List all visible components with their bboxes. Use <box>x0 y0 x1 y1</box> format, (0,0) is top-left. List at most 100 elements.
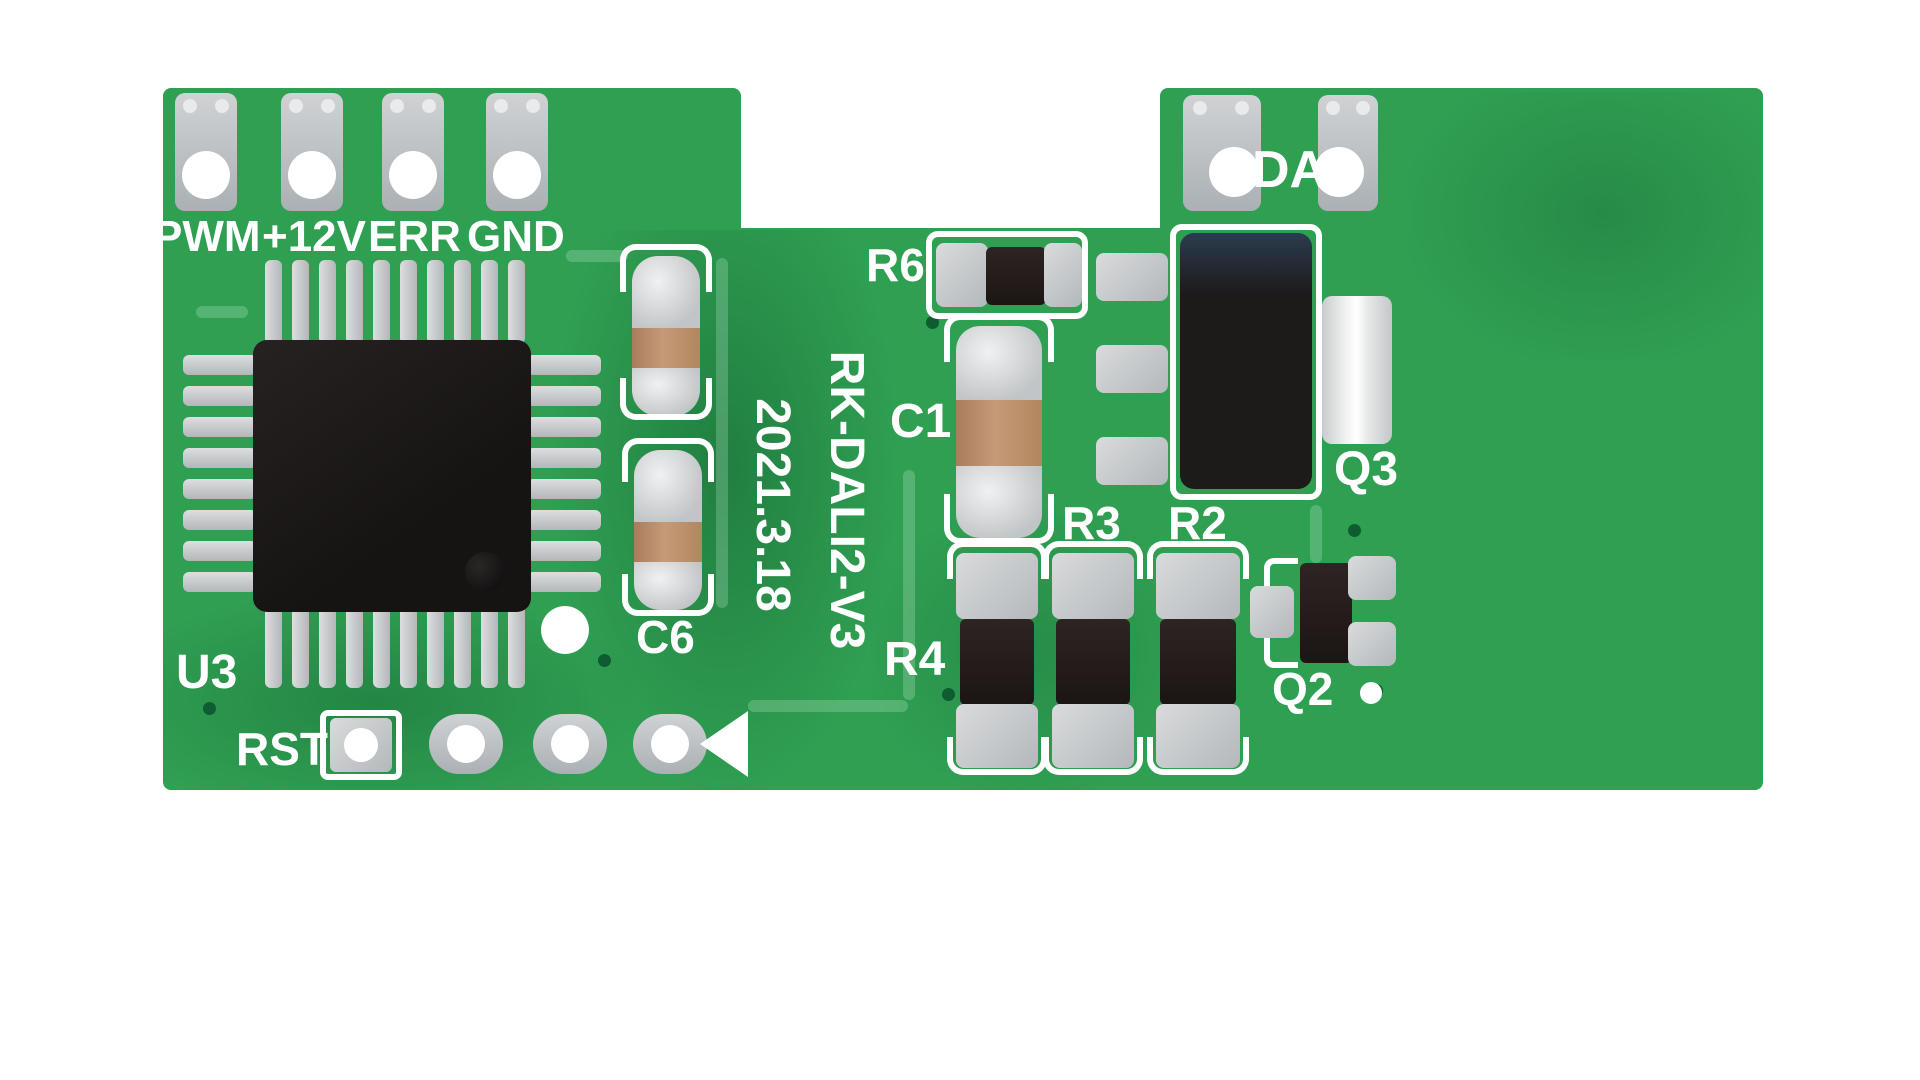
r2-terminal <box>1156 704 1240 768</box>
pad-through-hole <box>493 151 541 199</box>
ic-pin <box>400 260 417 344</box>
r6-terminal <box>1044 243 1082 307</box>
silkscreen-bracket <box>1147 541 1249 579</box>
cap-dielectric <box>632 328 700 368</box>
capacitor-c1 <box>956 326 1042 538</box>
cap-dielectric <box>634 522 702 562</box>
copper-trace <box>716 258 728 608</box>
pad-through-hole <box>389 151 437 199</box>
silkscreen-bracket <box>1043 541 1143 579</box>
connector-pad-da-right <box>1314 95 1378 211</box>
ic-pin <box>427 604 444 688</box>
r4-body <box>960 619 1034 705</box>
ic-pin <box>292 260 309 344</box>
label-da: DA <box>1252 141 1328 199</box>
q2-leg-pad <box>1250 586 1294 638</box>
label-r3: R3 <box>1062 497 1121 549</box>
ic-pin <box>527 355 601 375</box>
ic-pin <box>527 572 601 592</box>
cap-terminal <box>634 562 702 610</box>
pad-through-hole <box>1314 147 1364 197</box>
silkscreen-outline-rst <box>320 710 402 780</box>
silkscreen-bracket <box>944 314 1054 362</box>
silkscreen-bracket <box>947 737 1047 775</box>
connector-pad-da-left <box>1183 95 1261 211</box>
silkscreen-outline-q3 <box>1170 224 1322 500</box>
q3-leg-pad <box>1096 253 1168 301</box>
ic-pin <box>265 260 282 344</box>
connector-pad-err <box>382 93 444 211</box>
header-pad <box>633 714 707 774</box>
ic-pin <box>183 510 257 530</box>
copper-trace <box>903 470 915 700</box>
via-hole <box>926 316 939 329</box>
ic-pin <box>481 604 498 688</box>
r4-terminal <box>956 553 1038 619</box>
header-pad <box>429 714 503 774</box>
ic-pin <box>508 260 525 344</box>
ic-pin <box>527 510 601 530</box>
ic-pin <box>454 604 471 688</box>
ic-pin <box>183 355 257 375</box>
r3-body <box>1056 619 1130 705</box>
pin1-arrow-marker <box>700 711 748 777</box>
label-r6: R6 <box>866 239 925 291</box>
cap-terminal <box>956 326 1042 400</box>
fiducial-dot <box>1360 682 1382 704</box>
pcb-board-tab-left <box>163 88 741 238</box>
label-c6: C6 <box>636 611 695 663</box>
q2-leg-pad <box>1348 556 1396 600</box>
pad-pilot-hole <box>183 99 197 113</box>
label-rst: RST <box>236 723 328 775</box>
r2-terminal <box>1156 553 1240 619</box>
ic-pin <box>183 386 257 406</box>
ic-pin <box>373 260 390 344</box>
pad-pilot-hole <box>289 99 303 113</box>
ic-pin <box>183 572 257 592</box>
r3-terminal <box>1052 553 1134 619</box>
ic-pin <box>481 260 498 344</box>
capacitor-c6-b <box>634 450 702 610</box>
copper-trace <box>748 700 908 712</box>
ic-pin <box>346 260 363 344</box>
silkscreen-model-text: RK-DALI2-V3 <box>820 350 873 650</box>
ic-pin <box>508 604 525 688</box>
label-u3: U3 <box>176 646 238 699</box>
silkscreen-bracket <box>620 378 712 420</box>
ic-pin <box>319 604 336 688</box>
pad-through-hole <box>651 725 689 763</box>
ic-pin <box>183 417 257 437</box>
silkscreen-bracket <box>622 438 714 482</box>
cap-terminal <box>632 256 700 328</box>
silkscreen-bracket <box>1043 737 1143 775</box>
mounting-hole <box>541 606 589 654</box>
ic-pin <box>183 541 257 561</box>
ic-pin1-dimple <box>465 552 505 592</box>
copper-trace <box>1310 505 1322 563</box>
copper-trace <box>566 250 628 262</box>
connector-pad-12v <box>281 93 343 211</box>
silkscreen-bracket <box>622 574 714 616</box>
q3-leg-pad <box>1096 345 1168 393</box>
via-hole <box>598 654 611 667</box>
label-q3: Q3 <box>1334 443 1399 496</box>
pad-pilot-hole <box>422 99 436 113</box>
ic-pin <box>527 448 601 468</box>
cap-terminal <box>956 466 1042 538</box>
q3-leg-pad <box>1096 437 1168 485</box>
ic-pin <box>319 260 336 344</box>
pad-pilot-hole <box>1235 101 1249 115</box>
cap-dielectric <box>956 400 1042 466</box>
pad-pilot-hole <box>215 99 229 113</box>
r6-terminal <box>936 243 988 307</box>
label-q2: Q2 <box>1272 663 1334 715</box>
label-c1: C1 <box>890 395 952 448</box>
white-component <box>1322 296 1392 444</box>
q2-body <box>1300 563 1352 663</box>
cap-terminal <box>634 450 702 522</box>
r4-terminal <box>956 704 1038 768</box>
pad-pilot-hole <box>494 99 508 113</box>
ic-pin <box>527 417 601 437</box>
rst-pad <box>330 718 392 772</box>
connector-pad-gnd <box>486 93 548 211</box>
